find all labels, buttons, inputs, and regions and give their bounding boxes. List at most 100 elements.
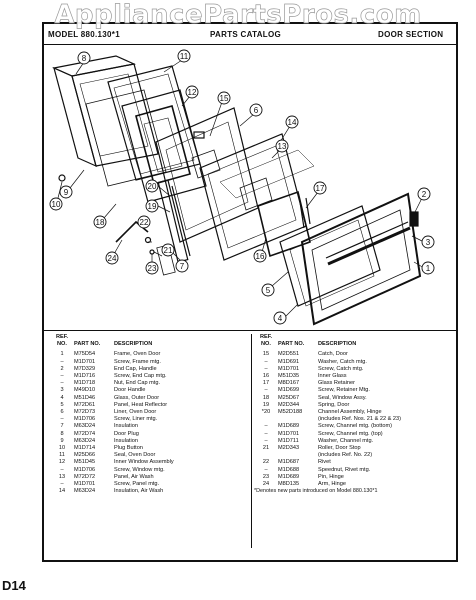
door-seal-part	[107, 65, 201, 181]
description-cell: Inner Glass	[318, 373, 347, 380]
ref-no-cell: 22	[262, 459, 270, 466]
ref-no-cell: 17	[262, 380, 270, 387]
table-row: 16 M51D35 Inner Glass	[254, 373, 454, 380]
description-cell: Roller, Door Stop	[318, 445, 361, 452]
part-no-cell: M72D73	[74, 409, 96, 416]
table-header-row: REF.NO. PART NO. DESCRIPTION	[50, 334, 250, 348]
description-cell: Plug Button	[114, 445, 143, 452]
plug-button-part	[58, 174, 66, 182]
svg-text:19: 19	[148, 202, 157, 211]
callout-12: 12	[185, 85, 199, 99]
table-row: (includes Ref. No. 22)	[254, 452, 454, 459]
description-cell: Speednut, Rivet mtg.	[318, 466, 371, 473]
description-cell: Screw, Retainer Mtg.	[318, 387, 370, 394]
oven-door-frame	[300, 192, 422, 326]
description-cell: Screw, End Cap mtg.	[114, 373, 167, 380]
part-no-cell: M63D24	[74, 488, 96, 495]
svg-text:8: 8	[82, 54, 87, 63]
new-parts-footnote: *Denotes new parts introduced on Model 8…	[254, 488, 378, 495]
table-row: 10 M1D714 Plug Button	[50, 445, 250, 452]
ref-no-cell	[254, 416, 278, 423]
description-cell: Screw, Channel mtg. (bottom)	[318, 423, 392, 430]
svg-text:21: 21	[164, 246, 173, 255]
header-rule	[42, 44, 458, 45]
svg-text:20: 20	[148, 182, 157, 191]
callout-8: 8	[77, 51, 91, 65]
ref-no-cell: –	[60, 466, 64, 473]
callout-9: 9	[59, 185, 73, 199]
callout-23: 23	[145, 261, 159, 275]
description-cell: Inner Window Assembly	[114, 459, 174, 466]
part-no-cell: M8D167	[278, 380, 300, 387]
description-cell: Panel, Heat Reflector	[114, 401, 168, 408]
table-row: 6 M72D73 Liner, Oven Door	[50, 409, 250, 416]
part-no-cell: M1D711	[278, 437, 299, 444]
ref-no-cell: 11	[59, 452, 65, 459]
description-cell: Door Plug	[114, 430, 139, 437]
part-no-header: PART NO.	[74, 341, 101, 347]
ref-no-cell: 18	[262, 394, 270, 401]
ref-no-cell: 10	[58, 445, 66, 452]
description-cell: Insulation	[114, 423, 138, 430]
part-no-cell: M1D701	[278, 365, 300, 372]
callout-10: 10	[49, 197, 63, 211]
svg-text:5: 5	[266, 286, 271, 295]
ref-no-cell: –	[264, 437, 268, 444]
callout-11: 11	[177, 49, 191, 63]
description-cell: Door Handle	[114, 387, 146, 394]
ref-no-cell: 5	[60, 401, 64, 408]
part-no-cell: M1D718	[74, 380, 96, 387]
part-no-cell: M1D691	[278, 358, 300, 365]
glass-retainer-part	[299, 197, 311, 229]
callout-4: 4	[273, 311, 287, 325]
description-cell: Insulation, Air Wash	[114, 488, 164, 495]
ref-no-cell: –	[60, 380, 64, 387]
part-no-cell: M2D551	[278, 351, 300, 358]
ref-no-cell: –	[264, 387, 268, 394]
description-cell: Screw, Catch mtg.	[318, 365, 364, 372]
ref-no-cell: 9	[60, 437, 64, 444]
part-no-cell: M1D714	[74, 445, 96, 452]
callout-13: 13	[275, 139, 289, 153]
description-cell: Seal, Window Assy.	[318, 394, 367, 401]
callout-7: 7	[175, 259, 189, 273]
ref-no-cell: –	[264, 430, 268, 437]
ref-no-cell: 16	[262, 373, 270, 380]
callout-15: 15	[217, 91, 231, 105]
watermark: AppliancePartsPros.com	[54, 0, 422, 30]
part-no-cell: M72D61	[74, 401, 96, 408]
part-no-cell: M75D54	[74, 351, 96, 358]
part-no-cell: M1D706	[74, 416, 96, 423]
part-no-cell: M72D72	[74, 473, 96, 480]
part-no-cell: M51D35	[278, 373, 300, 380]
ref-no-cell: 15	[262, 351, 270, 358]
catalog-title: PARTS CATALOG	[210, 30, 282, 39]
ref-no-header: REF.NO.	[259, 334, 273, 348]
description-cell: Glass Retainer	[318, 380, 355, 387]
description-cell: Liner, Oven Door	[114, 409, 157, 416]
ref-no-cell: –	[60, 481, 64, 488]
table-row: (includes Ref. Nos. 21 & 22 & 23)	[254, 416, 454, 423]
svg-text:1: 1	[426, 264, 431, 273]
ref-no-cell: 7	[60, 423, 64, 430]
callout-24: 24	[105, 251, 119, 265]
inner-window-assembly	[121, 89, 207, 203]
ref-no-cell: 8	[60, 430, 64, 437]
svg-text:11: 11	[180, 52, 189, 61]
catalog-header: MODEL 880.130*1 PARTS CATALOG DOOR SECTI…	[42, 22, 458, 46]
ref-no-cell: 6	[60, 409, 64, 416]
part-no-cell: M2D343	[278, 445, 300, 452]
description-cell: Screw, Channel mtg. (top)	[318, 430, 383, 437]
ref-no-cell: –	[264, 423, 268, 430]
